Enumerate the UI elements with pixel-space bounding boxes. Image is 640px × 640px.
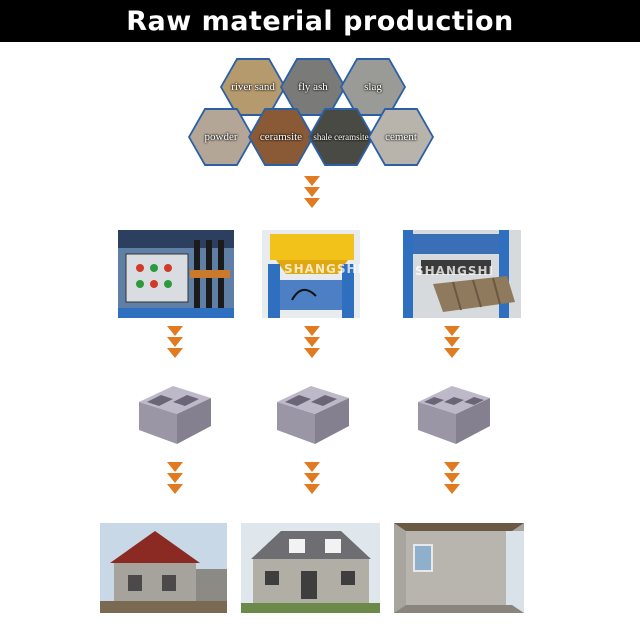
flow-arrow bbox=[441, 326, 463, 359]
house-finished-photo bbox=[241, 523, 380, 613]
interior-wall-photo bbox=[394, 523, 524, 613]
house-construction-photo bbox=[100, 523, 227, 613]
material-label: cement bbox=[385, 131, 417, 143]
brick-output-photo: SHANGSHI bbox=[403, 230, 521, 318]
material-label: fly ash bbox=[298, 81, 328, 93]
watermark: SHANGSHI bbox=[415, 264, 495, 278]
flow-arrow bbox=[441, 462, 463, 495]
watermark: SHANGSHI bbox=[284, 262, 360, 276]
flow-arrow bbox=[164, 462, 186, 495]
material-label: river sand bbox=[231, 81, 275, 93]
control-panel-photo bbox=[118, 230, 234, 318]
title-bar: Raw material production bbox=[0, 0, 640, 42]
flow-arrow bbox=[301, 326, 323, 359]
material-label: ceramsite bbox=[259, 131, 303, 143]
flow-arrow bbox=[301, 176, 323, 209]
page-title: Raw material production bbox=[126, 5, 514, 37]
material-label: slag bbox=[364, 81, 382, 93]
block-machine-photo: SHANGSHI bbox=[262, 230, 360, 318]
flow-arrow bbox=[164, 326, 186, 359]
material-label: powder bbox=[204, 131, 238, 143]
flow-arrow bbox=[301, 462, 323, 495]
hollow-block bbox=[139, 386, 211, 444]
hollow-block bbox=[418, 386, 490, 444]
material-label: shale ceramsite bbox=[313, 132, 369, 142]
hollow-block bbox=[277, 386, 349, 444]
